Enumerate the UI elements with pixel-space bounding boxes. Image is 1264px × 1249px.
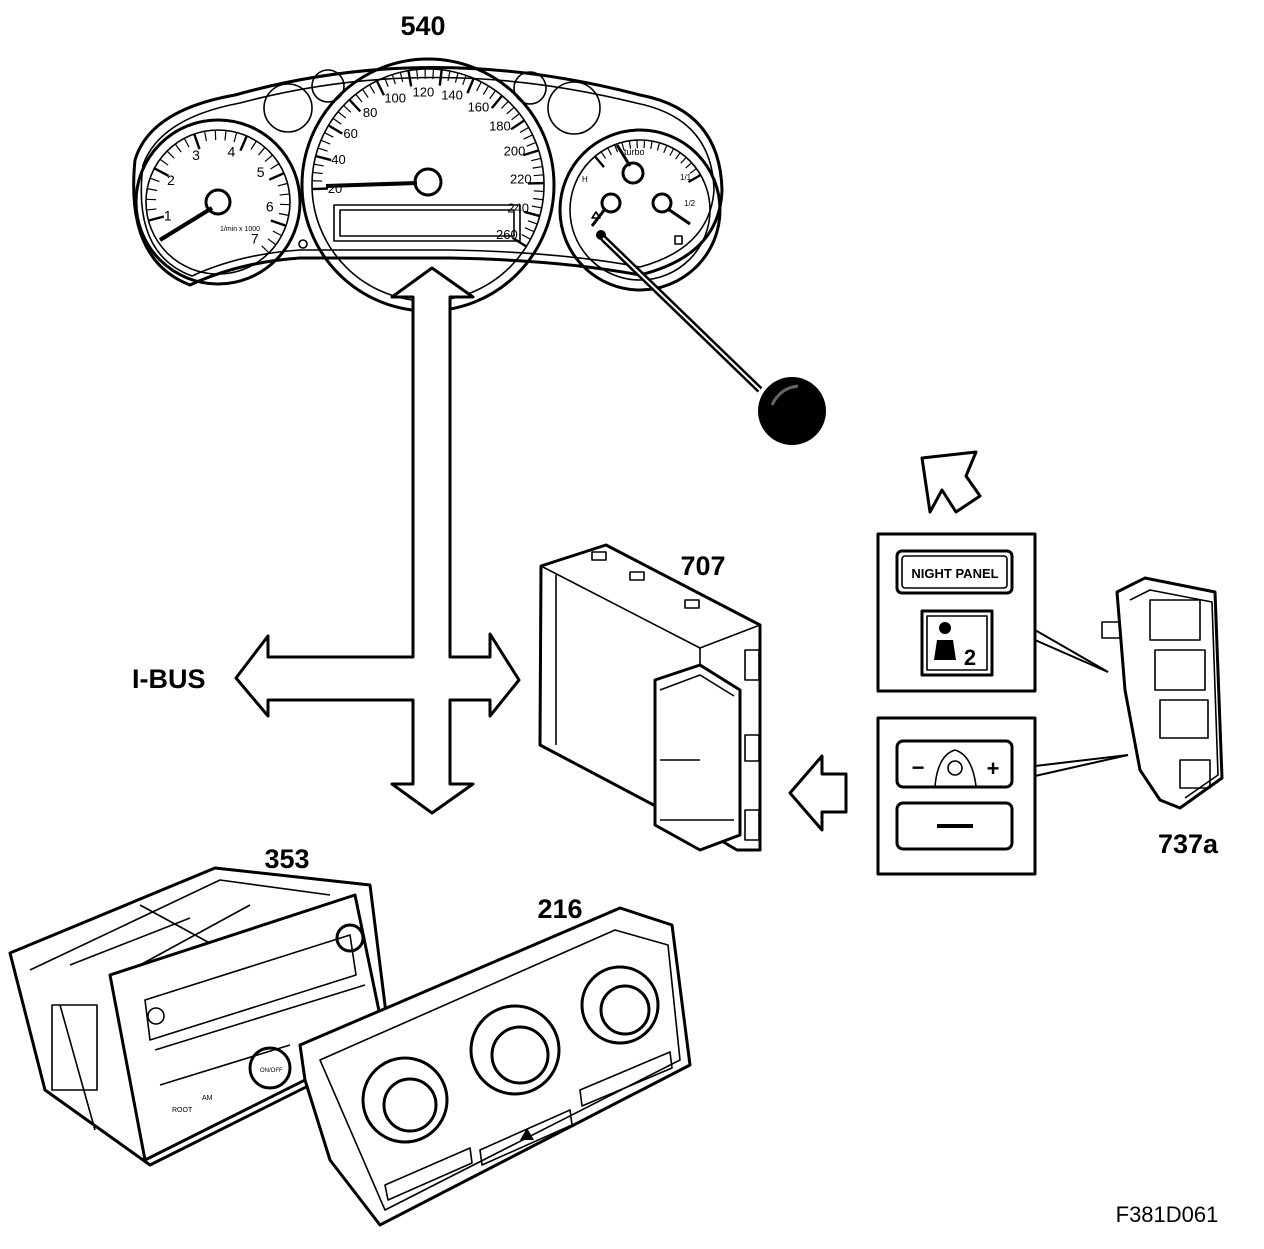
tachometer-scale-label: 5 — [257, 164, 265, 180]
speedometer-scale-tick — [534, 191, 544, 192]
input-arrow — [790, 756, 846, 830]
audio-button-b: AM — [202, 1095, 213, 1102]
seatbelt-person-icon — [939, 622, 951, 634]
speedometer-scale-label: 180 — [489, 119, 511, 134]
fuel-half-label: 1/2 — [684, 199, 696, 208]
audio-button-c: ON/OFF — [260, 1068, 283, 1074]
callout-leader-top-b — [1035, 640, 1108, 672]
fuel-full-label: 1/1 — [680, 173, 692, 182]
callout-leader-top-a — [1035, 630, 1108, 672]
seatbelt-icon — [934, 640, 956, 660]
callout-leader-bottom-a — [1035, 755, 1128, 766]
cluster-label: 540 — [400, 11, 445, 41]
bus-label: I-BUS — [132, 664, 206, 694]
direction-arrow — [922, 452, 980, 512]
cluster-housing — [134, 68, 722, 286]
tachometer-scale-label: 1 — [164, 207, 172, 223]
speedometer-scale-label: 200 — [504, 143, 526, 158]
tachometer-scale-label: 7 — [251, 231, 259, 247]
night-panel-label: NIGHT PANEL — [911, 566, 998, 581]
turbo-label: turbo — [624, 147, 645, 157]
speedometer-scale-label: 20 — [328, 181, 342, 196]
tachometer-scale-label: 3 — [192, 147, 200, 163]
switch-panel-connector — [1102, 622, 1120, 638]
speedometer-scale-label: 100 — [384, 91, 406, 106]
cruise-minus-label: − — [912, 755, 925, 780]
switch-panel-label: 737a — [1158, 829, 1219, 859]
speedometer-scale-label: 80 — [363, 105, 377, 120]
audio-unit-label: 353 — [264, 844, 309, 874]
speedometer-scale-tick — [312, 188, 328, 189]
temp-high-label: H — [582, 175, 588, 184]
ibus-arrows — [236, 268, 519, 813]
speedometer-scale-label: 220 — [510, 172, 532, 187]
module-label: 707 — [680, 551, 725, 581]
speedometer-scale-label: 160 — [468, 99, 490, 114]
climate-panel-label: 216 — [537, 894, 582, 924]
switch-panel-unit: 737a — [1102, 578, 1222, 859]
speedometer-scale-label: 140 — [441, 88, 463, 103]
cruise-plus-label: + — [987, 756, 1000, 781]
control-module: 707 — [540, 545, 760, 850]
speedometer-scale-label: 120 — [413, 85, 435, 100]
speedometer-scale-label: 40 — [331, 152, 345, 167]
tachometer-unit: 1/min x 1000 — [220, 226, 260, 233]
tachometer-scale-label: 2 — [167, 172, 175, 188]
switch-panel-callouts: NIGHT PANEL 2 − + — [878, 534, 1128, 874]
tachometer-scale-label: 4 — [228, 144, 236, 160]
seatbelt-count: 2 — [964, 645, 976, 670]
indicator-leader-line-inner — [603, 238, 760, 390]
switch-panel-housing — [1117, 578, 1222, 808]
callout-leader-bottom-b — [1035, 755, 1128, 776]
speedometer-scale-label: 60 — [343, 126, 357, 141]
speedometer-scale-label: 240 — [507, 200, 529, 215]
tachometer-scale-label: 6 — [266, 198, 274, 214]
audio-button-a: ROOT — [172, 1107, 193, 1114]
figure-code: F381D061 — [1116, 1202, 1219, 1227]
